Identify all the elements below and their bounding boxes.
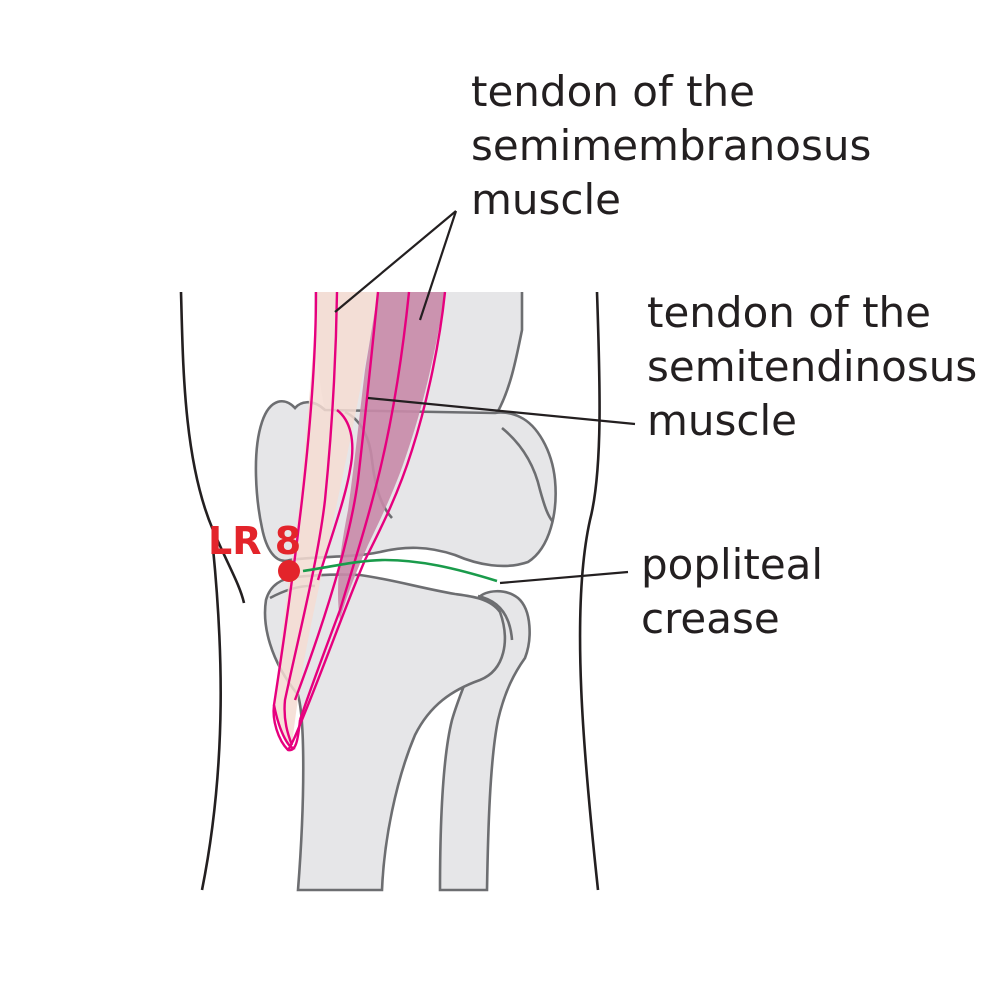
leader-semimembranosus-b <box>418 210 458 321</box>
crease-label-line2: crease <box>641 594 780 643</box>
popliteal-crease-line <box>302 558 498 583</box>
tendon-curve-inner <box>316 409 354 581</box>
leg-outline-left-lower <box>200 547 222 891</box>
lr8-point <box>278 560 300 582</box>
tendon-tail <box>272 704 302 752</box>
fibula <box>438 589 531 892</box>
semitendinosus-label-line2: semitendinosus <box>647 342 977 391</box>
lateral-condyle-line <box>501 426 555 523</box>
semitendinosus-label-line1: tendon of the <box>647 288 931 337</box>
leg-outline-right <box>578 291 601 891</box>
leader-semimembranosus-a <box>334 210 457 313</box>
tendon-line-1 <box>272 291 318 750</box>
leg-outline-left <box>179 291 246 604</box>
crease-label-line1: popliteal <box>641 540 823 589</box>
femur-shaft-right-edge <box>495 292 524 414</box>
leader-crease <box>499 570 629 585</box>
semimembranosus-label-line1: tendon of the <box>471 67 755 116</box>
semimembranosus-label-line2: semimembranosus <box>471 121 871 170</box>
tendon-line-4 <box>298 291 411 721</box>
lr8-label: LR 8 <box>208 519 301 563</box>
semimembranosus-label-line3: muscle <box>471 175 621 224</box>
leader-semitendinosus <box>367 396 636 426</box>
tendon-line-5 <box>287 291 447 751</box>
fibula-head-line <box>477 594 514 641</box>
semitendinosus-label-line3: muscle <box>647 396 797 445</box>
tendon-line-3 <box>293 291 380 701</box>
semimembranosus-tendon <box>337 292 445 620</box>
tendon-line-2 <box>283 291 339 746</box>
